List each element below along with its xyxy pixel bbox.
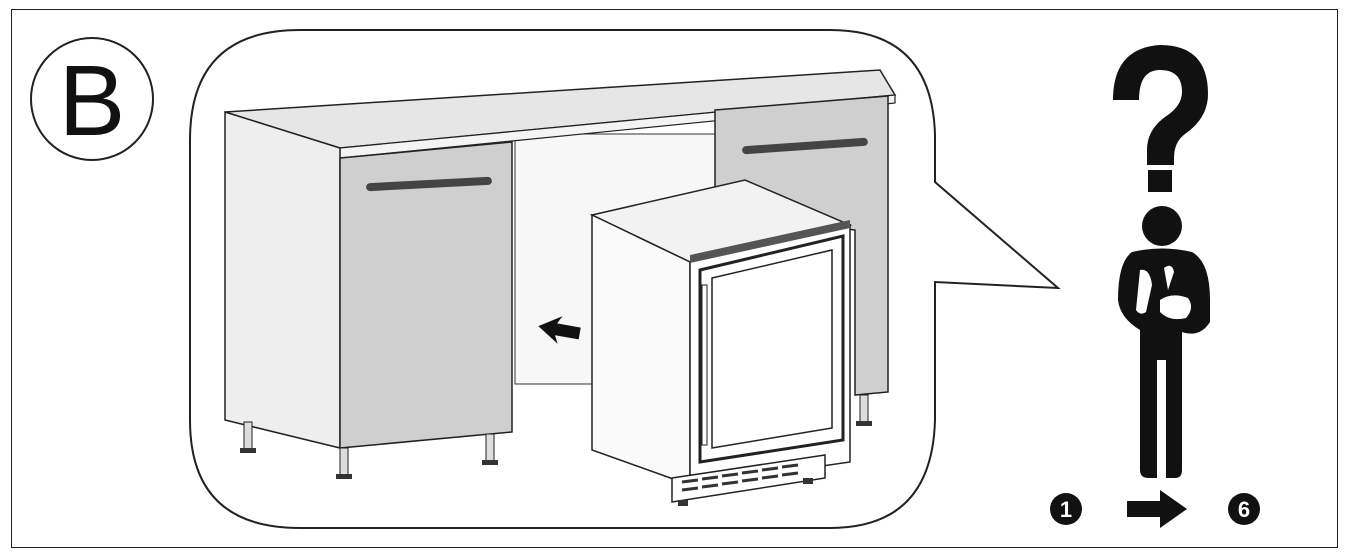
step-end-label: 6 (1238, 497, 1250, 522)
section-label: B (59, 45, 126, 157)
step-start-label: 1 (1060, 497, 1072, 522)
wine-cooler (589, 179, 853, 506)
thinking-person-icon (1118, 206, 1210, 478)
left-cabinet-handle (366, 176, 492, 192)
step-end-badge: 6 (1228, 493, 1260, 525)
right-cabinet-handle (742, 137, 868, 155)
left-cabinet (224, 110, 513, 479)
arrow-left-icon (538, 316, 581, 344)
question-mark-icon (1113, 45, 1208, 192)
cooler-handle (701, 284, 708, 446)
section-badge: B (30, 37, 154, 161)
step-start-badge: 1 (1050, 493, 1082, 525)
diagram-frame (11, 9, 1338, 548)
arrow-right-icon (1127, 490, 1187, 528)
